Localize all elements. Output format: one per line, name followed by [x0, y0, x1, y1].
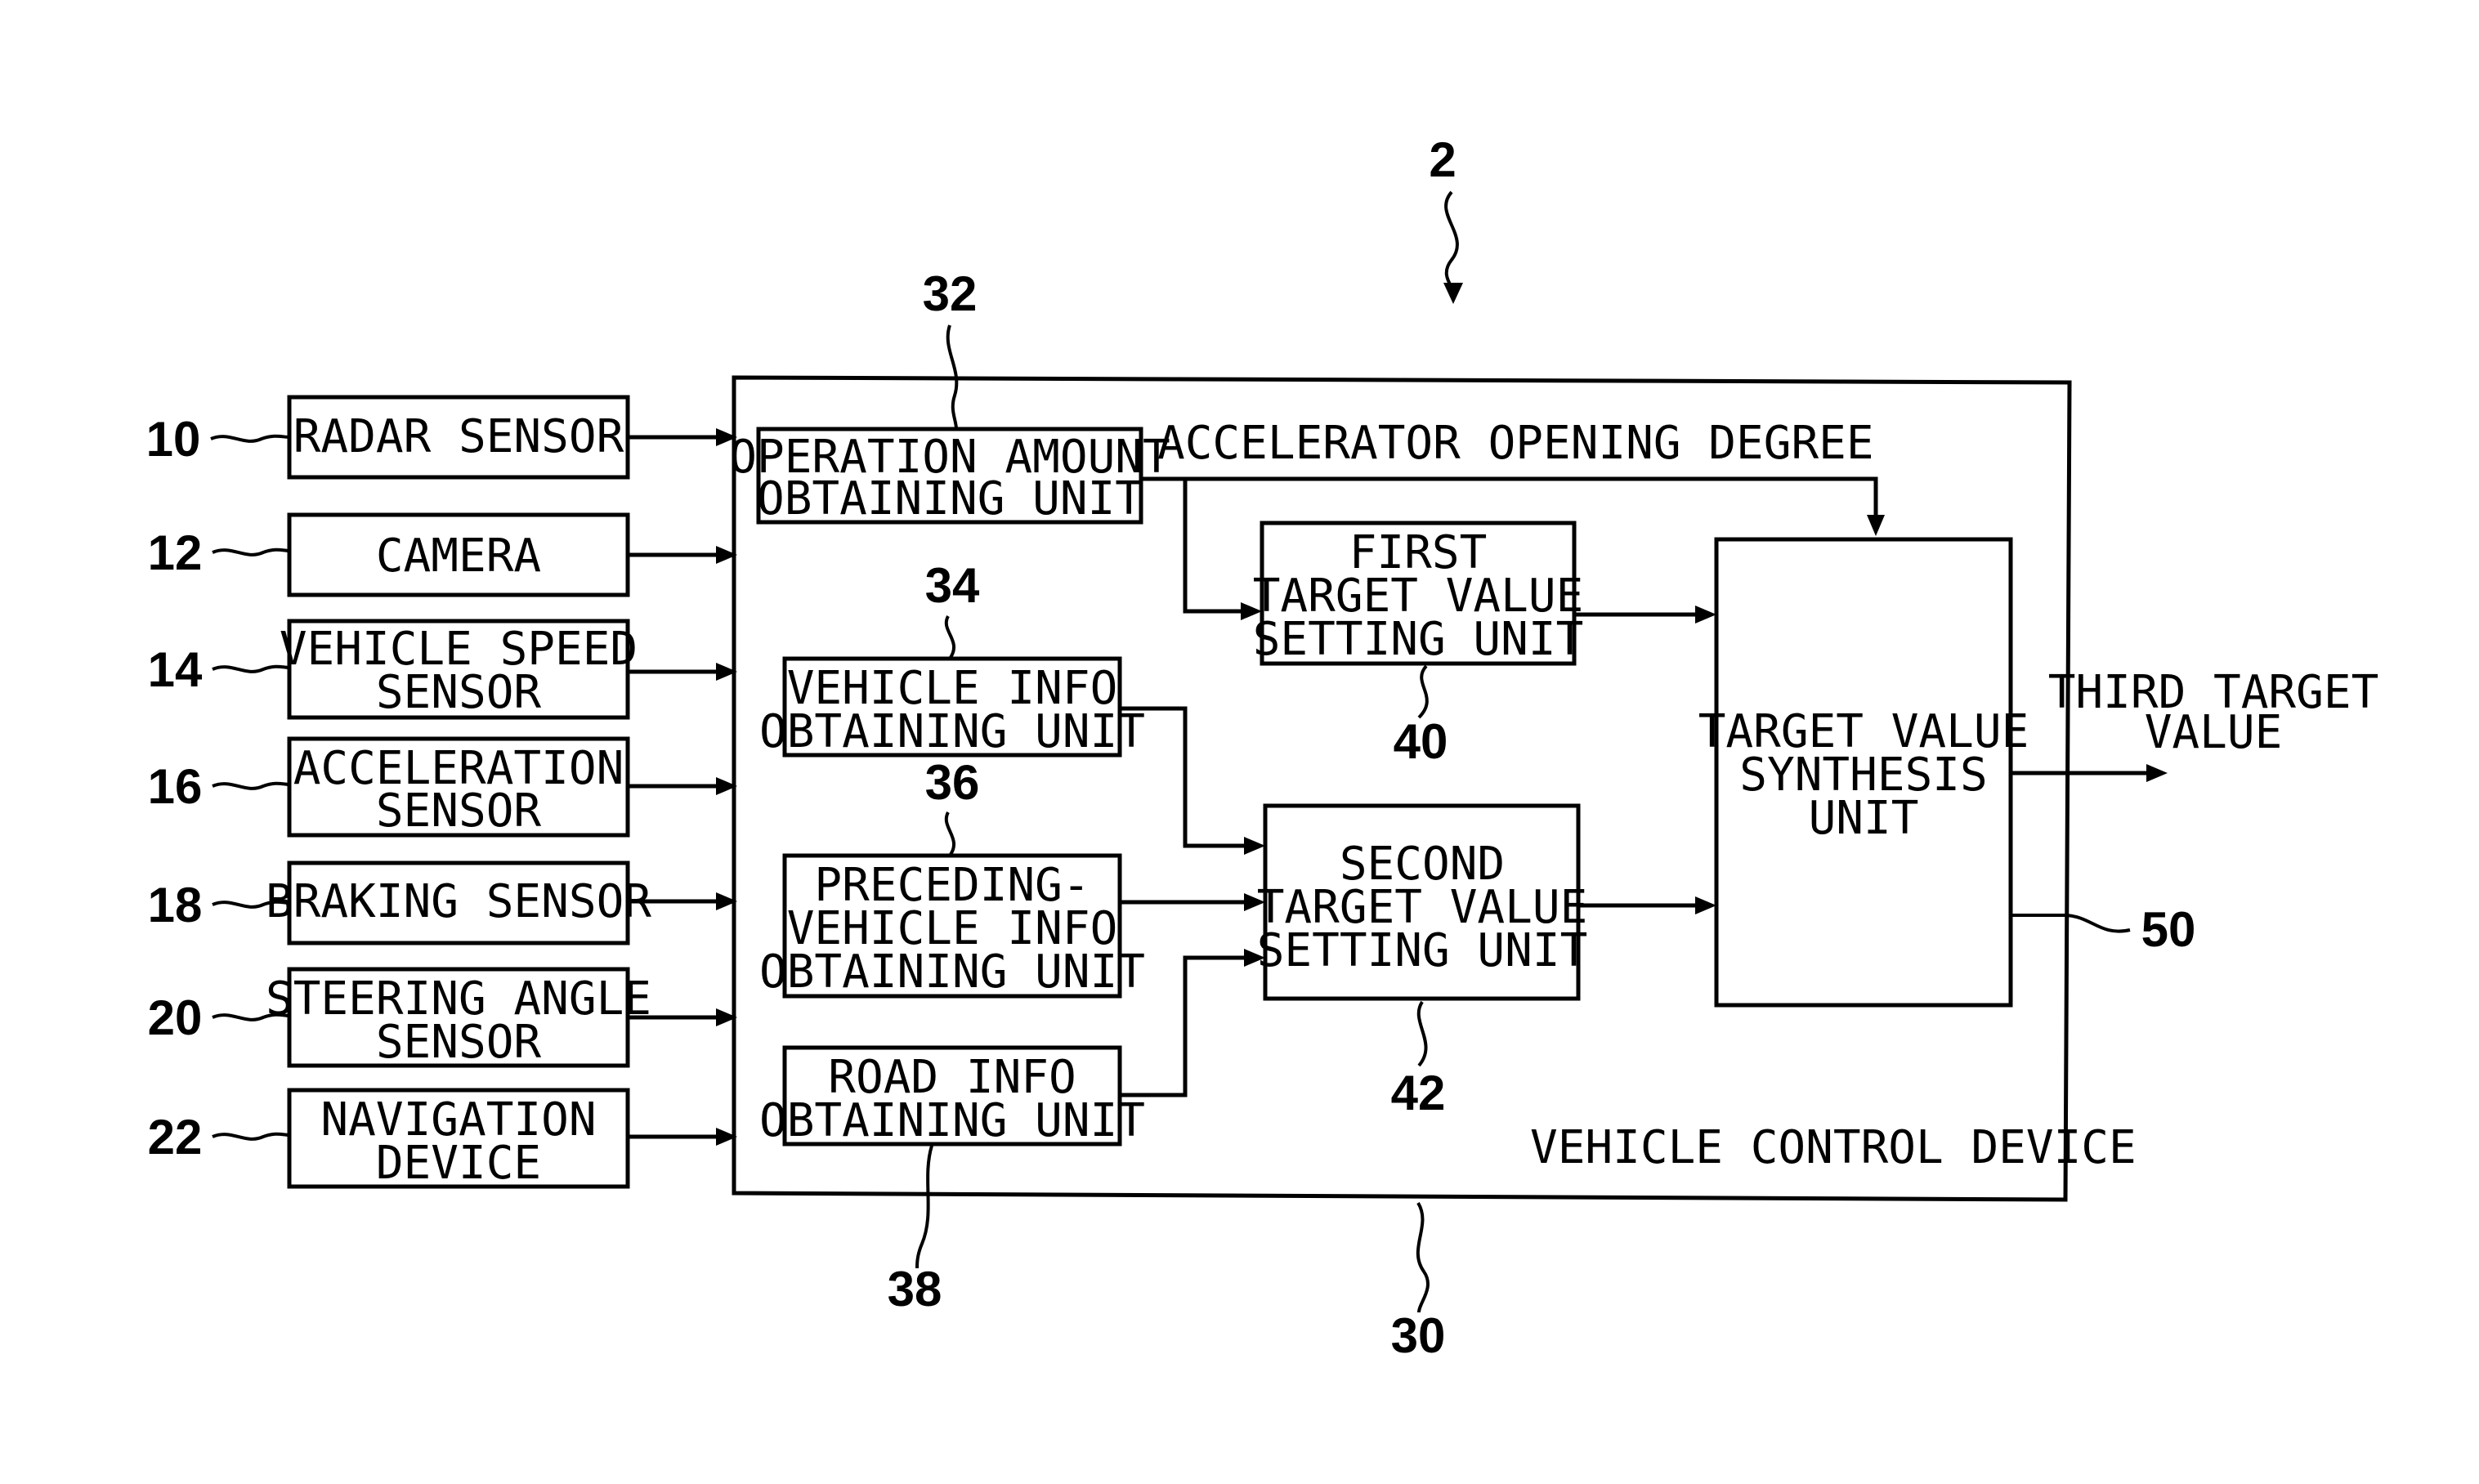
input-ref-number: 12 [148, 525, 203, 580]
unit-label-line2: OBTAINING UNIT [759, 1094, 1145, 1147]
unit-ref-number: 36 [925, 755, 980, 810]
unit-label-line2: OBTAINING UNIT [759, 705, 1145, 758]
input-ref-number: 22 [148, 1110, 203, 1164]
unit-ref-leader [946, 812, 954, 856]
unit-label-line3: UNIT [1809, 792, 1919, 845]
device-label: VEHICLE CONTROL DEVICE [1530, 1121, 2137, 1174]
ref-leader [213, 550, 289, 555]
operation-amount-obtaining-unit: OPERATION AMOUNT OBTAINING UNIT 32 [729, 266, 1170, 525]
ref-leader [211, 436, 289, 441]
unit-ref-number: 32 [923, 266, 978, 321]
unit-ref-number: 34 [925, 558, 980, 613]
preceding-vehicle-info-obtaining-unit: PRECEDING- VEHICLE INFO OBTAINING UNIT 3… [759, 755, 1145, 999]
arrowhead [1867, 515, 1885, 536]
input-vehicle-speed-sensor: VEHICLE SPEED SENSOR 14 [148, 621, 737, 719]
arrowhead [2146, 764, 2168, 782]
unit-ref-leader [1419, 1002, 1426, 1066]
unit-ref-leader [946, 616, 954, 659]
input-camera: CAMERA 12 [148, 515, 737, 595]
ref-leader [213, 784, 289, 789]
device-ref-number: 30 [1391, 1308, 1446, 1363]
figure-ref-leader [1446, 192, 1457, 293]
figure-ref-arrowhead [1443, 283, 1463, 304]
input-ref-number: 14 [148, 642, 203, 697]
input-braking-sensor: BRAKING SENSOR 18 [148, 863, 737, 943]
accelerator-opening-degree-label: ACCELERATOR OPENING DEGREE [1157, 417, 1874, 470]
input-steering-angle-sensor: STEERING ANGLE SENSOR 20 [148, 969, 737, 1069]
input-ref-number: 20 [148, 990, 203, 1045]
input-label-line2: SENSOR [376, 784, 542, 838]
arrowhead [1244, 837, 1265, 855]
unit-ref-leader [917, 1146, 932, 1268]
input-label-line2: SENSOR [376, 1016, 542, 1069]
input-label-line2: SENSOR [376, 666, 542, 719]
unit-label-line3: OBTAINING UNIT [759, 945, 1145, 999]
arrowhead [1695, 896, 1716, 914]
vehicle-info-obtaining-unit: VEHICLE INFO OBTAINING UNIT 34 [759, 558, 1145, 758]
input-label: RADAR SENSOR [293, 410, 624, 463]
output-label-line2: VALUE [2145, 706, 2283, 759]
unit-ref-number: 42 [1391, 1066, 1446, 1120]
input-label-line2: DEVICE [376, 1137, 541, 1190]
arrowhead [1695, 606, 1716, 624]
figure-ref-number: 2 [1429, 132, 1456, 187]
device-ref-leader [1418, 1203, 1428, 1312]
input-ref-number: 18 [148, 878, 203, 932]
unit-ref-leader [2011, 915, 2130, 932]
unit-label-line3: SETTING UNIT [1253, 613, 1584, 666]
first-target-value-setting-unit: FIRST TARGET VALUE SETTING UNIT 40 [1253, 523, 1584, 769]
input-ref-number: 10 [146, 412, 201, 467]
accelerator-signal-line [1141, 479, 1876, 516]
ref-leader [213, 1134, 289, 1139]
second-target-value-setting-unit: SECOND TARGET VALUE SETTING UNIT 42 [1257, 806, 1588, 1120]
road-info-obtaining-unit: ROAD INFO OBTAINING UNIT 38 [759, 1048, 1145, 1316]
unit-ref-number: 50 [2141, 902, 2196, 957]
unit-ref-number: 40 [1394, 714, 1448, 769]
unit-ref-number: 38 [888, 1262, 942, 1316]
unit-ref-leader [1419, 666, 1427, 717]
input-navigation-device: NAVIGATION DEVICE 22 [148, 1090, 737, 1190]
input-label: BRAKING SENSOR [266, 875, 651, 928]
input-radar-sensor: RADAR SENSOR 10 [146, 397, 737, 477]
input-ref-number: 16 [148, 759, 203, 814]
input-acceleration-sensor: ACCELERATION SENSOR 16 [148, 739, 737, 838]
unit-label-line2: OBTAINING UNIT [757, 472, 1143, 525]
input-label: CAMERA [376, 530, 541, 583]
unit-label-line3: SETTING UNIT [1257, 924, 1588, 977]
operation-to-first-line [1185, 479, 1242, 611]
ref-leader [213, 667, 289, 672]
